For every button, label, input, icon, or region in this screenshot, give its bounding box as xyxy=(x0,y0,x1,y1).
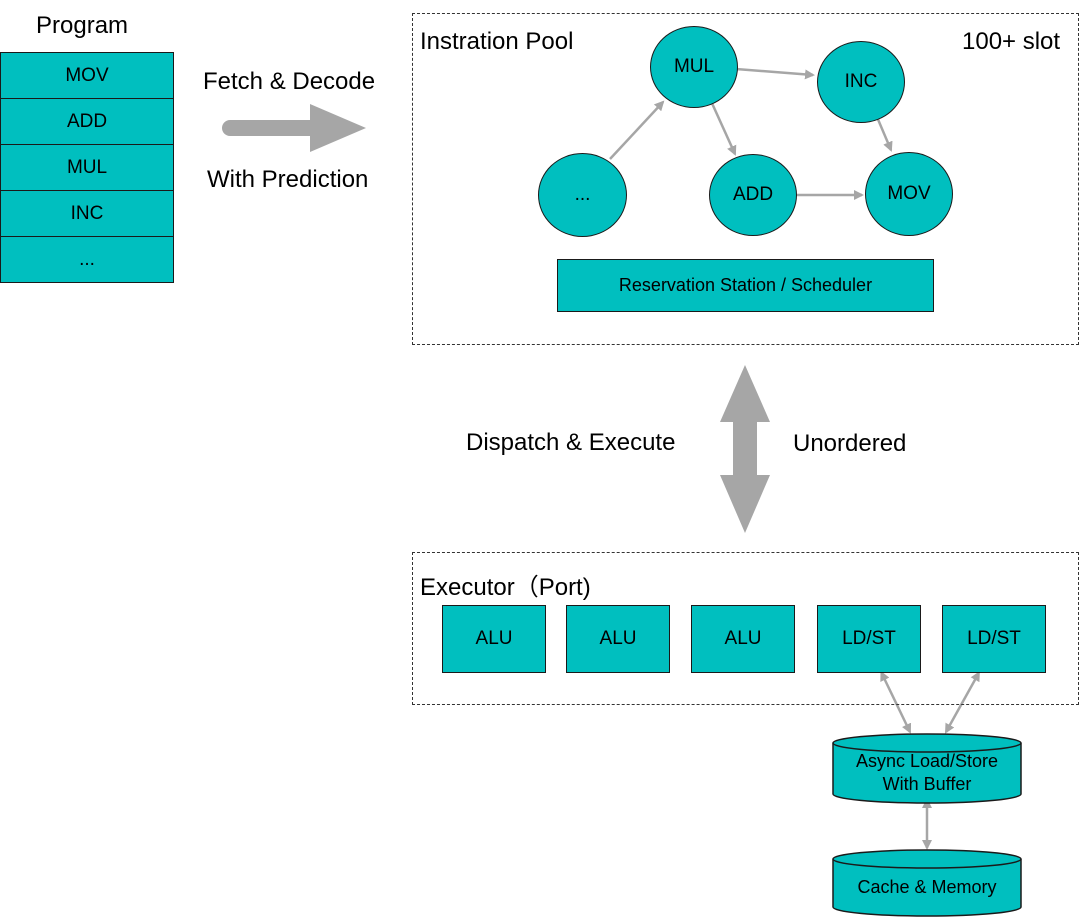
program-item: INC xyxy=(0,190,174,237)
port-alu-1: ALU xyxy=(442,605,546,673)
pool-title: Instration Pool xyxy=(420,28,574,55)
port-alu-3: ALU xyxy=(691,605,795,673)
executor-title: Executor（Port) xyxy=(420,574,591,601)
executor-box xyxy=(412,552,1079,705)
program-title: Program xyxy=(36,12,129,39)
edge-ldst2-buffer xyxy=(944,671,980,734)
memory-cylinder xyxy=(832,849,1022,917)
port-ldst-2: LD/ST xyxy=(942,605,1046,673)
port-ldst-1: LD/ST xyxy=(817,605,921,673)
program-item: ... xyxy=(0,236,174,283)
buffer-label-line2: With Buffer xyxy=(882,774,972,794)
fetch-decode-label: Fetch & Decode xyxy=(203,68,376,95)
buffer-label: Async Load/Store With Buffer xyxy=(833,748,1021,798)
node-inc: INC xyxy=(817,41,905,123)
edge-mul-add xyxy=(709,100,737,156)
buffer-cylinder xyxy=(832,733,1022,804)
program-item: MUL xyxy=(0,144,174,191)
slot-label: 100+ slot xyxy=(962,28,1061,55)
program-item: ADD xyxy=(0,98,174,145)
with-prediction-label: With Prediction xyxy=(207,166,369,193)
edge-ldst1-buffer xyxy=(880,670,912,734)
program-stack: MOV ADD MUL INC ... xyxy=(0,52,174,283)
unordered-label: Unordered xyxy=(793,430,907,457)
edge-inc-mov xyxy=(875,116,893,152)
edge-dots-mul xyxy=(609,100,665,160)
node-mul: MUL xyxy=(650,26,738,108)
program-item: MOV xyxy=(0,52,174,99)
dispatch-double-arrow xyxy=(720,365,770,533)
scheduler-box: Reservation Station / Scheduler xyxy=(557,259,934,312)
buffer-label-line1: Async Load/Store xyxy=(855,751,999,771)
node-mov: MOV xyxy=(865,152,953,236)
memory-label: Cache & Memory xyxy=(857,876,997,897)
fetch-arrow xyxy=(222,104,366,152)
instruction-pool xyxy=(412,13,1079,345)
edge-mul-inc xyxy=(735,67,815,80)
node-dots: ... xyxy=(538,153,627,237)
dispatch-execute-label: Dispatch & Execute xyxy=(466,429,676,456)
port-alu-2: ALU xyxy=(566,605,670,673)
node-add: ADD xyxy=(709,154,797,236)
